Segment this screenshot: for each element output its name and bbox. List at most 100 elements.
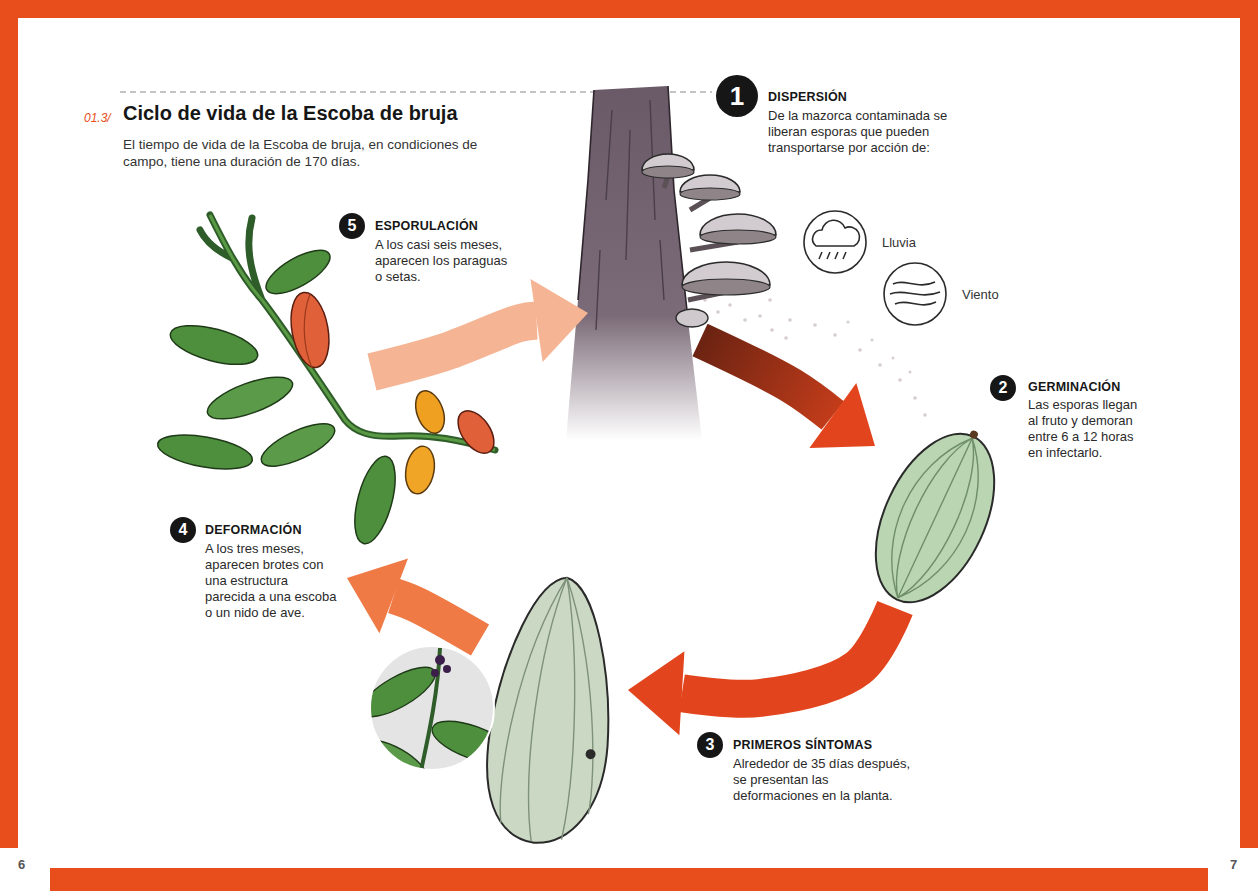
wind-icon: [884, 263, 946, 325]
arrow-band: [682, 608, 895, 699]
arrow-head: [530, 279, 588, 362]
page-number: 6: [18, 857, 25, 872]
leaf: [354, 658, 442, 726]
footer-bar: [50, 868, 1208, 891]
red-pod: [286, 289, 335, 370]
step-heading: PRIMEROS SÍNTOMAS: [733, 738, 872, 753]
spore: [788, 318, 792, 322]
rain-icon: [804, 211, 866, 273]
icon-ring: [884, 263, 946, 325]
cycle-stage: 5 ESPORULACIÓN A los casi seis meses, apar…: [333, 207, 517, 372]
cycle-stage: 1 DISPERSIÓN De la mazorca contaminada se …: [588, 69, 974, 340]
leaf: [166, 318, 261, 372]
pod-stalk: [969, 429, 980, 440]
spore: [871, 339, 874, 342]
icon-label: Lluvia: [882, 235, 916, 250]
leaf: [260, 242, 336, 302]
pod-body: [479, 571, 625, 849]
pod-ridge: [304, 294, 312, 368]
yellow-pod: [410, 387, 449, 437]
healthy-pod: [852, 410, 1021, 621]
spore: [892, 357, 895, 360]
pod-ridges: [496, 573, 614, 847]
step-description: Las esporas llegan al fruto y demoran en…: [1028, 397, 1146, 461]
step-heading: GERMINACIÓN: [1028, 380, 1120, 395]
page-number: 7: [1230, 857, 1237, 872]
icon-label: Viento: [962, 287, 999, 302]
trunk-shape: [566, 86, 702, 440]
inset-ring: [370, 646, 494, 770]
step-heading: ESPORULACIÓN: [375, 219, 478, 234]
step-number: 3: [697, 732, 723, 758]
inset-detail: [354, 646, 517, 792]
spore: [898, 378, 902, 382]
step-description: A los casi seis meses, aparecen los para…: [375, 237, 511, 285]
spore: [813, 323, 817, 327]
spore: [909, 371, 912, 374]
infected-bud: [435, 655, 445, 665]
spore: [833, 333, 837, 337]
wind-lines: [890, 282, 940, 305]
mushroom-gills: [642, 166, 694, 178]
arrow-head: [809, 383, 875, 448]
diagram-title: Ciclo de vida de la Escoba de bruja: [123, 101, 458, 125]
cycle-stage: 4 DEFORMACIÓN A los tres meses, aparecen b…: [164, 511, 347, 627]
step-description: A los tres meses, aparecen brotes con un…: [205, 541, 341, 621]
diagram-caption: El tiempo de vida de la Escoba de bruja,…: [123, 136, 515, 170]
spore: [743, 318, 747, 322]
step-number: 5: [339, 213, 365, 239]
spore: [784, 336, 788, 340]
step-heading: DEFORMACIÓN: [205, 523, 302, 538]
spore: [923, 413, 927, 417]
rain-drops: [819, 252, 846, 259]
mushroom-gills: [680, 188, 740, 200]
leaf: [256, 415, 340, 474]
spore: [878, 363, 882, 367]
cycle-arrow: [372, 279, 588, 372]
trunk-outline: [578, 86, 688, 320]
red-pod: [451, 404, 501, 459]
arrow-band: [372, 321, 537, 372]
step-description: De la mazorca contaminada se liberan esp…: [768, 108, 968, 156]
leaf: [347, 452, 403, 548]
arrow-band: [700, 340, 833, 416]
cycle-arrow: [628, 608, 895, 735]
spore: [847, 321, 850, 324]
mushrooms: [642, 154, 776, 327]
leaf: [203, 369, 298, 428]
infected-bud: [443, 665, 451, 673]
diseased-pod: [479, 571, 625, 849]
pod-body: [852, 415, 1019, 620]
arrow-head: [628, 651, 684, 735]
yellow-pod: [402, 444, 438, 496]
tree-trunk: [566, 86, 702, 440]
pod-ridges: [867, 424, 1003, 612]
arrow-head: [347, 558, 408, 633]
cycle-arrow: [347, 558, 480, 640]
step-number: 2: [990, 375, 1016, 401]
spore: [770, 328, 774, 332]
stem: [420, 648, 440, 775]
spore: [858, 348, 862, 352]
arrow-band: [394, 596, 480, 640]
step-heading: DISPERSIÓN: [768, 90, 847, 105]
spore: [768, 298, 772, 302]
mushroom-gills: [682, 279, 770, 295]
leaf: [427, 713, 517, 772]
lesion-spot: [585, 749, 596, 760]
cycle-stage: 3PRIMEROS SÍNTOMASAlrededor de 35 días d…: [480, 574, 628, 848]
cloud: [813, 220, 860, 246]
step-number: 4: [170, 517, 196, 543]
section-number: 01.3/: [84, 111, 111, 125]
step-number: 1: [716, 75, 758, 117]
step-description: Alrededor de 35 días después, se present…: [733, 756, 915, 804]
page-footer: [0, 848, 1258, 891]
spore: [758, 314, 762, 318]
mushroom-gills: [700, 230, 776, 244]
mushroom-base: [676, 309, 708, 327]
spore: [913, 396, 917, 400]
spore: [716, 310, 720, 314]
cycle-stage: 2 GERMINACIÓN Las esporas llegan al fruto …: [875, 369, 1152, 608]
page-ground: [18, 18, 1240, 848]
